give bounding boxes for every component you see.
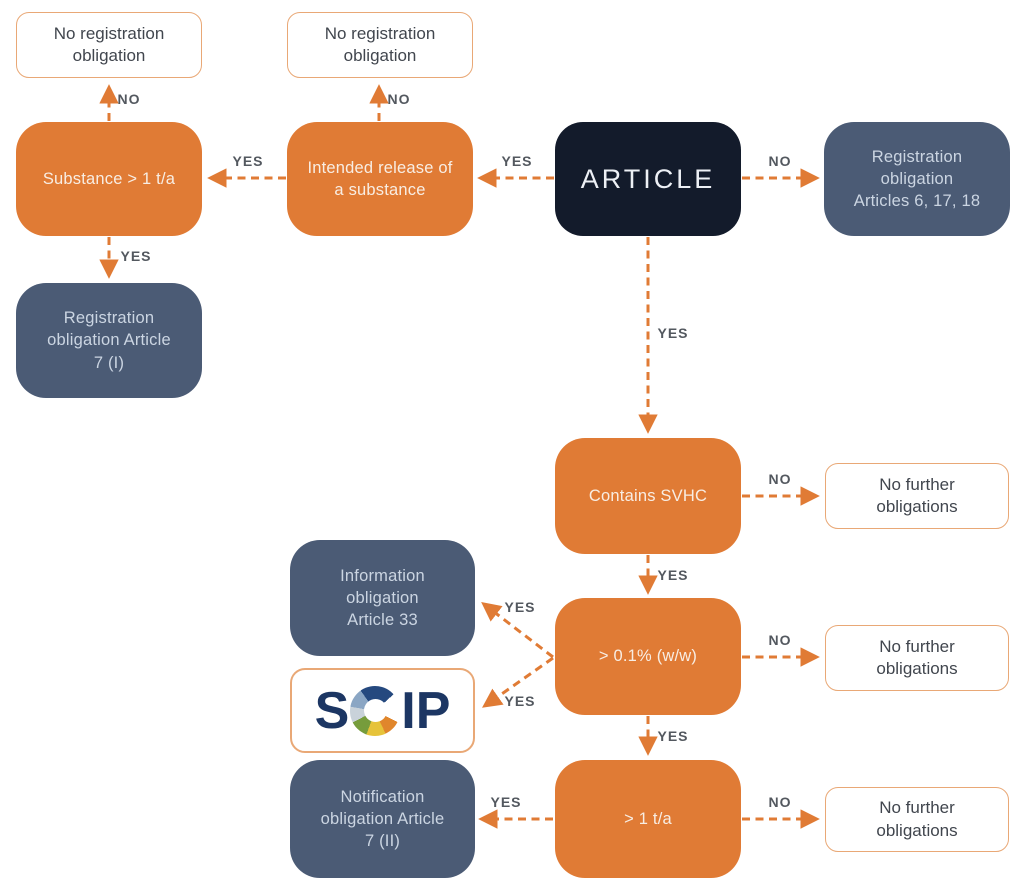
node-substance-gt-1ta: Substance > 1 t/a: [16, 122, 202, 236]
edge-label-pct-info-yes: YES: [504, 599, 536, 615]
node-no-further-obligations-2: No further obligations: [825, 625, 1009, 691]
node-article-start: ARTICLE: [555, 122, 741, 236]
node-label: Registration obligation Article 7 (I): [47, 309, 171, 372]
node-notification-obligation-article-7-ii: Notification obligation Article 7 (II): [290, 760, 475, 878]
node-label: ARTICLE: [580, 163, 716, 194]
edge-label-article-yes: YES: [501, 153, 533, 169]
node-gt-0-1-percent-ww: > 0.1% (w/w): [555, 598, 741, 715]
node-label: > 0.1% (w/w): [598, 647, 698, 666]
node-no-registration-obligation-2: No registration obligation: [287, 12, 473, 78]
node-registration-obligation-articles-6-17-18: Registration obligation Articles 6, 17, …: [824, 122, 1010, 236]
node-registration-obligation-article-7-i: Registration obligation Article 7 (I): [16, 283, 202, 398]
node-contains-svhc: Contains SVHC: [555, 438, 741, 554]
edge-label-pct-down-yes: YES: [657, 728, 689, 744]
node-label: Substance > 1 t/a: [42, 169, 176, 188]
edge-label-intended-yes: YES: [232, 153, 264, 169]
edge-label-pct-no: NO: [768, 632, 792, 648]
node-label: No further obligations: [876, 636, 958, 678]
scip-letter-s: S: [314, 681, 350, 740]
edge-label-contains-no: NO: [768, 471, 792, 487]
node-label: No registration obligation: [324, 23, 436, 65]
node-label: > 1 t/a: [624, 809, 672, 828]
edge-label-ta-yes: YES: [490, 794, 522, 810]
scip-letters-ip: IP: [401, 681, 451, 740]
node-information-obligation-article-33: Information obligation Article 33: [290, 540, 475, 656]
scip-wheel-hole: [363, 699, 387, 722]
node-label: No further obligations: [876, 474, 958, 516]
scip-wheel-icon: [350, 685, 401, 736]
node-label: No registration obligation: [53, 23, 165, 65]
edge-label-contains-yes: YES: [657, 567, 689, 583]
node-no-further-obligations-1: No further obligations: [825, 463, 1009, 529]
edge-label-article-down-yes: YES: [657, 325, 689, 341]
node-no-further-obligations-3: No further obligations: [825, 787, 1009, 852]
edge-label-ta-no: NO: [768, 794, 792, 810]
node-label: Registration obligation Articles 6, 17, …: [853, 147, 981, 211]
node-scip-logo: S IP: [290, 668, 475, 753]
edge-label-intended-no: NO: [387, 91, 411, 107]
edge-label-article-no: NO: [768, 153, 792, 169]
edge-label-substance-no: NO: [117, 91, 141, 107]
node-label: Information obligation Article 33: [340, 566, 425, 630]
node-gt-1-ta: > 1 t/a: [555, 760, 741, 878]
node-label: No further obligations: [876, 798, 958, 840]
node-intended-release: Intended release of a substance: [287, 122, 473, 236]
node-label: Notification obligation Article 7 (II): [320, 787, 445, 851]
node-label: Contains SVHC: [588, 486, 708, 505]
node-no-registration-obligation-1: No registration obligation: [16, 12, 202, 78]
node-label: Intended release of a substance: [307, 158, 453, 199]
edge-label-pct-scip-yes: YES: [504, 693, 536, 709]
scip-logo: S IP: [315, 685, 451, 737]
edge-label-substance-yes: YES: [120, 248, 152, 264]
